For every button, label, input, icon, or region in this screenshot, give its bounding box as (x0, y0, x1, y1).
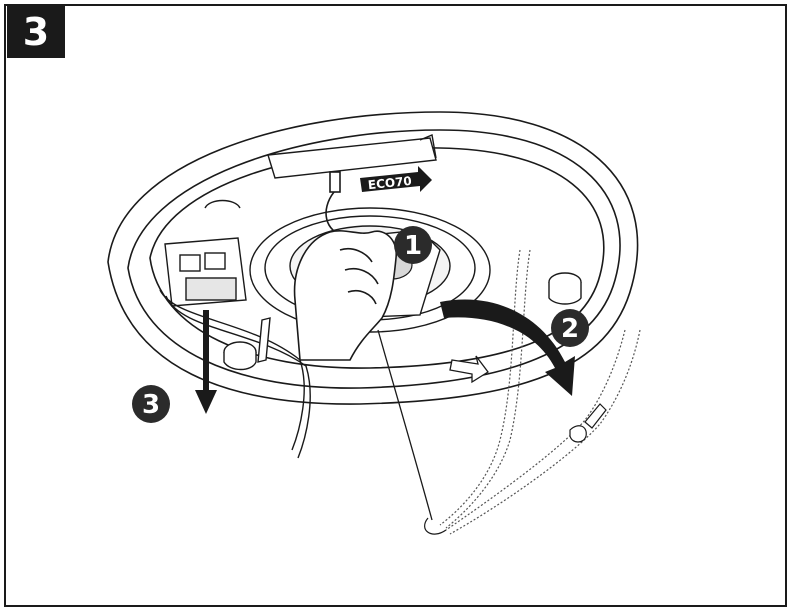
wires (159, 289, 311, 459)
eco-label-arrow: ECO70 (360, 166, 432, 192)
callout-2: 2 (551, 309, 589, 347)
step-number-badge: 3 (7, 6, 65, 58)
screw-post-right (548, 272, 582, 305)
eco-label: ECO70 (367, 174, 412, 193)
cord-handle-ghost (569, 403, 607, 443)
callout-1-label: 1 (404, 231, 422, 261)
screw-post-top (204, 199, 241, 209)
callout-1: 1 (394, 226, 432, 264)
mounting-bracket (267, 134, 437, 179)
pull-down-arrow (195, 310, 217, 414)
callout-3-label: 3 (142, 390, 160, 420)
terminal-block (164, 237, 247, 307)
direction-mark (449, 355, 489, 384)
screw-post-left (223, 317, 271, 371)
pull-cord (377, 329, 433, 521)
hand (293, 230, 397, 361)
rotate-arrow (440, 299, 575, 396)
cord-end (424, 517, 447, 535)
callout-3: 3 (132, 385, 170, 423)
callout-2-label: 2 (561, 314, 579, 344)
